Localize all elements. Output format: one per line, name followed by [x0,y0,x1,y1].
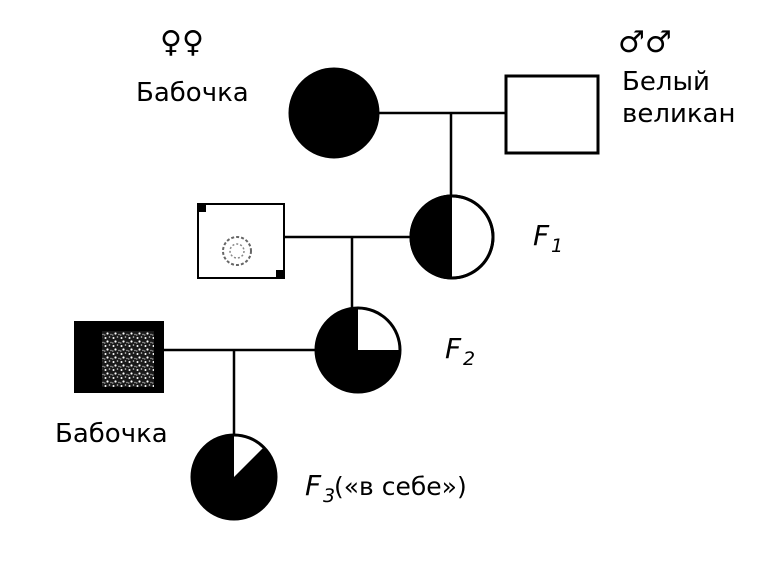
f1-label: F [533,219,550,252]
f1-mate-corner-mark [276,270,284,278]
male-name-label-line2: великан [622,99,735,129]
male-symbols-label: ♂♂ [618,25,672,60]
female-symbols-label: ♀♀ [160,25,204,60]
p-female-symbol [288,67,380,159]
f2-mate-name-label: Бабочка [55,419,168,449]
male-name-label-line1: Белый [622,67,710,97]
female-name-label: Бабочка [136,78,249,108]
f3-label: F [305,469,322,502]
f2-subscript: 2 [463,348,475,370]
f3-female-symbol [190,433,278,521]
f1-subscript: 1 [551,235,563,257]
f1-mate-male-symbol [197,203,285,279]
f3-subscript: 3 [323,485,335,507]
p-male-symbol [504,74,600,155]
f2-female-symbol [314,306,402,394]
f2-label: F [445,332,462,365]
f1-mate-blur-mark [222,236,252,266]
f2-mate-male-texture [102,331,154,387]
f3-note: («в себе») [334,472,467,501]
f1-mate-corner-mark [198,204,206,212]
f1-female-symbol [409,194,495,280]
